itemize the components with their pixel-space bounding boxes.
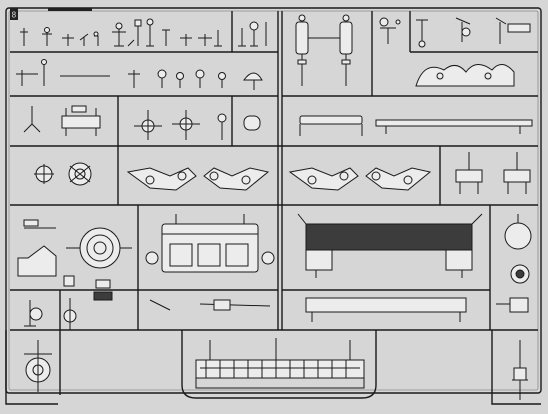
runner-lines bbox=[10, 11, 538, 395]
chassis-frame-center bbox=[145, 214, 275, 273]
hooks-and-arches bbox=[379, 17, 531, 87]
springs-and-spindles bbox=[23, 105, 261, 140]
small-levers-top-left bbox=[20, 19, 142, 47]
axle-boxes bbox=[34, 162, 92, 186]
bottom-strip bbox=[149, 297, 467, 322]
corner-tag: 8 bbox=[10, 8, 18, 20]
wheel-and-ramp bbox=[17, 219, 132, 301]
round-parts-right bbox=[496, 214, 532, 313]
small-fittings-row-2 bbox=[16, 59, 263, 90]
leaf-spring-arms-right bbox=[288, 167, 432, 191]
brackets-right bbox=[455, 152, 531, 194]
sprue-frame bbox=[5, 7, 542, 405]
long-bar-center bbox=[299, 115, 533, 136]
bottom-left-parts bbox=[24, 298, 528, 400]
bottom-rail bbox=[195, 338, 365, 389]
upright-pins-top-left bbox=[146, 18, 267, 47]
top-label-bar bbox=[48, 8, 92, 11]
corner-tag-label: 8 bbox=[12, 11, 17, 20]
leaf-spring-arms-left bbox=[126, 167, 270, 191]
dark-deck-plate bbox=[297, 213, 483, 278]
shock-absorbers bbox=[295, 14, 353, 86]
